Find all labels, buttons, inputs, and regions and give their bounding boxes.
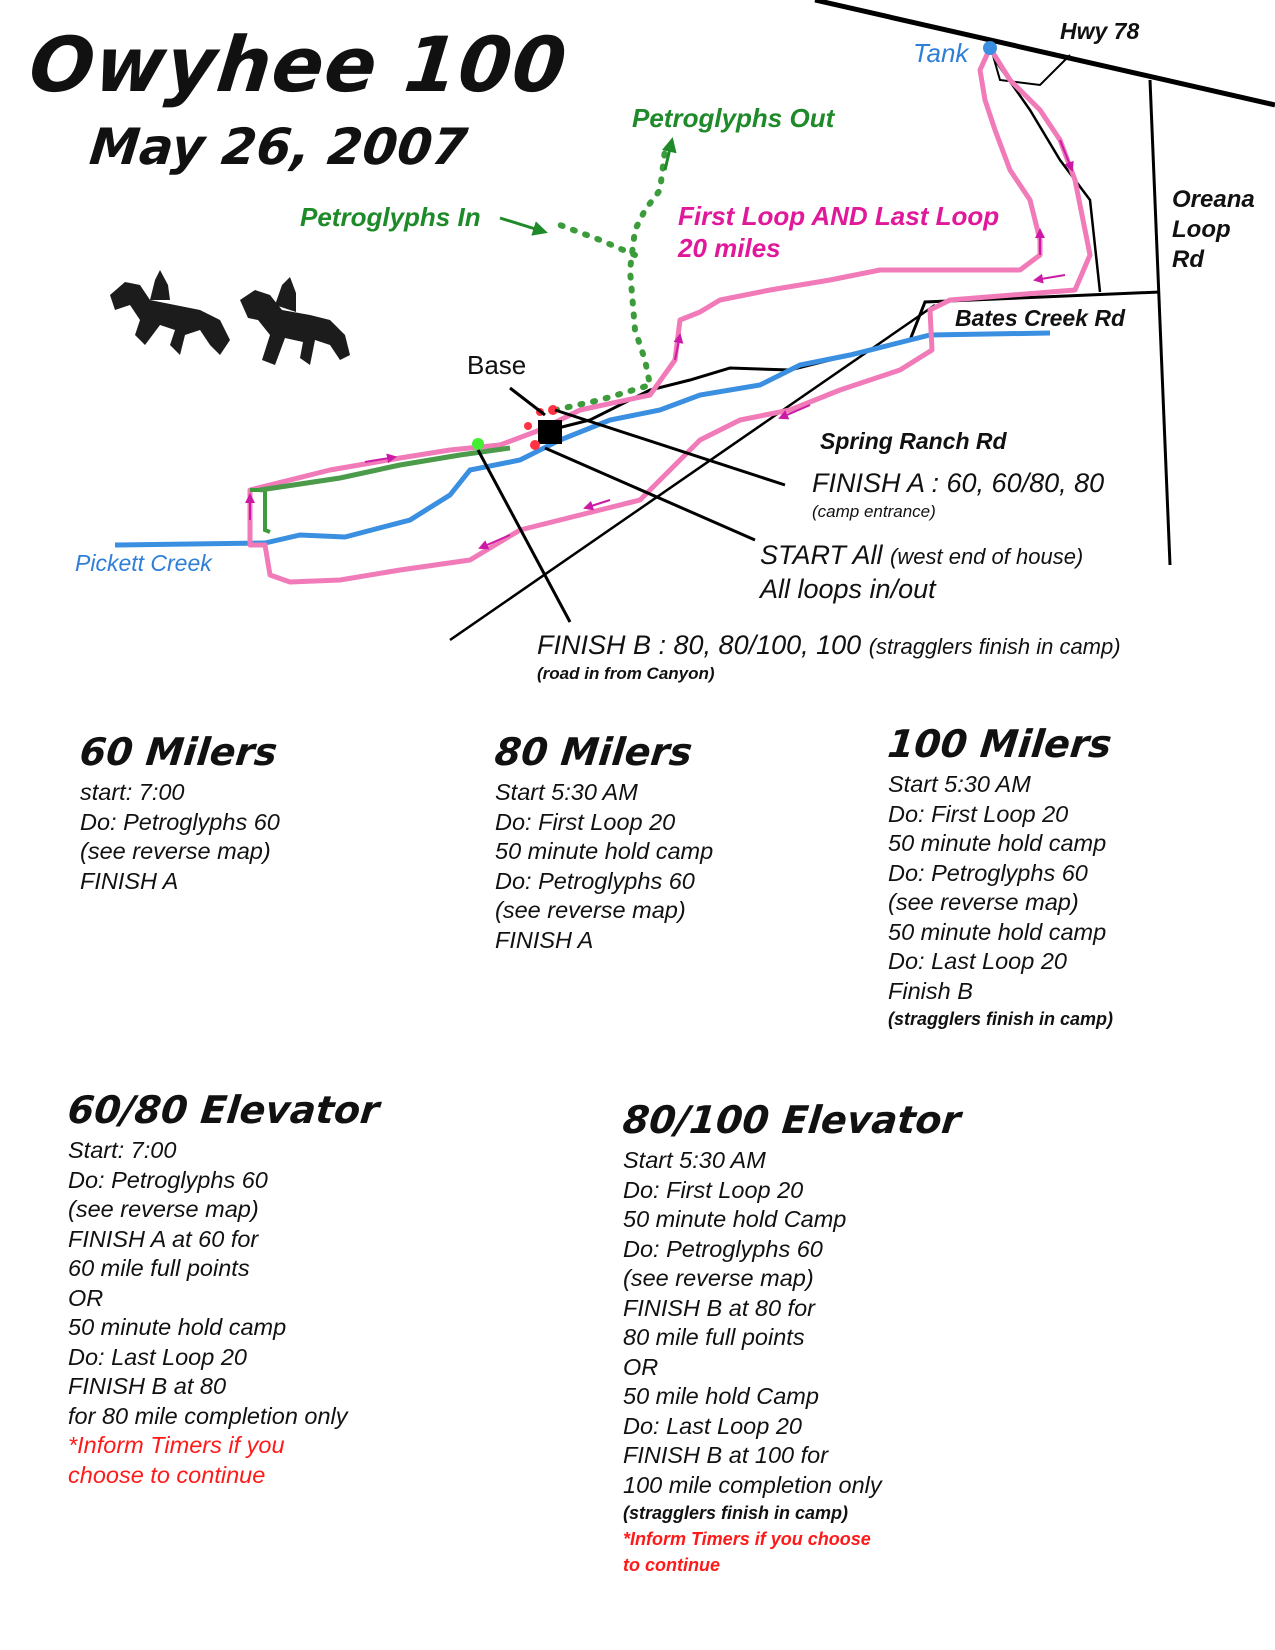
oreana-loop-road bbox=[1148, 79, 1172, 566]
warning-text: to continue bbox=[623, 1555, 720, 1575]
pickett-creek bbox=[114, 330, 1051, 548]
leader-lines bbox=[476, 386, 786, 623]
horse-rider-icon bbox=[110, 270, 350, 365]
roads bbox=[449, 0, 1275, 642]
finish-a-point bbox=[548, 405, 558, 415]
spring-ranch-label: Spring Ranch Rd bbox=[820, 428, 1007, 454]
list-item: Do: Petroglyphs 60 bbox=[68, 1166, 268, 1193]
list-item: Start: 7:00 bbox=[68, 1137, 177, 1163]
list-item: Do: Petroglyphs 60 bbox=[888, 859, 1088, 886]
list-item: FINISH A at 60 for bbox=[68, 1225, 259, 1252]
list-item: Start 5:30 AM bbox=[623, 1147, 766, 1173]
list-item: Do: Petroglyphs 60 bbox=[623, 1235, 823, 1262]
first-last-loop-route bbox=[247, 45, 1093, 585]
list-item: Do: Last Loop 20 bbox=[623, 1412, 802, 1439]
petroglyphs-out-label: Petroglyphs Out bbox=[632, 103, 835, 133]
list-item: 60 mile full points bbox=[68, 1255, 250, 1281]
bates-creek-label: Bates Creek Rd bbox=[955, 305, 1126, 331]
list-item: Finish B bbox=[888, 977, 973, 1004]
section-heading: 60 Milers bbox=[77, 730, 280, 774]
list-item: 100 mile completion only bbox=[623, 1471, 882, 1498]
list-item: Do: Petroglyphs 60 bbox=[495, 867, 695, 894]
list-item: 50 minute hold camp bbox=[888, 918, 1107, 945]
spring-ranch-road bbox=[449, 303, 936, 642]
page-title: Owyhee 100 bbox=[25, 20, 572, 109]
tank-road bbox=[989, 44, 1071, 87]
tank-marker bbox=[983, 41, 997, 55]
section-80-100-elevator: 80/100 Elevator Start 5:30 AM Do: First … bbox=[620, 1098, 963, 1578]
list-item: 50 minute hold camp bbox=[68, 1314, 287, 1340]
loop-label: First Loop AND Last Loop 20 miles bbox=[678, 201, 1000, 263]
base-marker bbox=[538, 420, 562, 444]
petroglyph-route bbox=[259, 445, 511, 493]
list-item: Start 5:30 AM bbox=[495, 779, 638, 805]
list-item: (see reverse map) bbox=[80, 838, 271, 864]
finish-a-label: FINISH A : 60, 60/80, 80 bbox=[812, 468, 1105, 498]
list-item: 50 minute hold camp bbox=[495, 838, 714, 864]
route-map bbox=[110, 0, 1275, 642]
section-note: (stragglers finish in camp) bbox=[888, 1009, 1114, 1029]
east-track bbox=[993, 59, 1102, 293]
list-item: 50 minute hold camp bbox=[888, 830, 1107, 856]
start-all-label: START All (west end of house) bbox=[760, 540, 1084, 570]
petro-in-arrow bbox=[499, 216, 548, 236]
list-item: FINISH A bbox=[80, 867, 179, 894]
base-label: Base bbox=[467, 350, 527, 380]
section-note: (stragglers finish in camp) bbox=[623, 1503, 849, 1523]
pickett-creek-label: Pickett Creek bbox=[75, 550, 212, 576]
list-item: OR bbox=[623, 1353, 659, 1380]
camp-point-b bbox=[524, 422, 532, 430]
list-item: FINISH A bbox=[495, 926, 594, 953]
list-item: Do: First Loop 20 bbox=[888, 800, 1069, 827]
direction-arrows bbox=[245, 139, 1074, 550]
section-heading: 60/80 Elevator bbox=[65, 1088, 382, 1132]
warning-text: choose to continue bbox=[68, 1461, 266, 1488]
list-item: FINISH B at 100 for bbox=[623, 1442, 829, 1468]
list-item: 50 minute hold Camp bbox=[623, 1206, 847, 1232]
list-item: for 80 mile completion only bbox=[68, 1402, 348, 1429]
hwy-78-road bbox=[814, 0, 1275, 108]
warning-text: *Inform Timers if you choose bbox=[623, 1529, 871, 1549]
list-item: Do: Last Loop 20 bbox=[68, 1343, 247, 1370]
section-heading: 80 Milers bbox=[492, 730, 695, 774]
start-point bbox=[530, 440, 540, 450]
list-item: Do: First Loop 20 bbox=[495, 808, 676, 835]
hwy-78-label: Hwy 78 bbox=[1060, 18, 1140, 44]
list-item: 80 mile full points bbox=[623, 1324, 805, 1350]
section-60-80-elevator: 60/80 Elevator Start: 7:00 Do: Petroglyp… bbox=[65, 1088, 382, 1490]
section-80-milers: 80 Milers Start 5:30 AM Do: First Loop 2… bbox=[492, 730, 714, 955]
list-item: Do: Last Loop 20 bbox=[888, 948, 1067, 974]
tank-label: Tank bbox=[913, 38, 969, 68]
finish-a-note: (camp entrance) bbox=[812, 502, 936, 521]
finish-b-point bbox=[472, 438, 484, 450]
petroglyph-dotted-trail bbox=[552, 147, 668, 413]
list-item: (see reverse map) bbox=[623, 1265, 814, 1291]
list-item: start: 7:00 bbox=[80, 779, 185, 805]
list-item: Do: First Loop 20 bbox=[623, 1176, 804, 1203]
petroglyph-trail-home bbox=[250, 488, 271, 534]
list-item: 50 mile hold Camp bbox=[623, 1383, 819, 1409]
section-heading: 80/100 Elevator bbox=[620, 1098, 963, 1142]
list-item: (see reverse map) bbox=[888, 889, 1079, 915]
section-60-milers: 60 Milers start: 7:00 Do: Petroglyphs 60… bbox=[77, 730, 280, 896]
warning-text: *Inform Timers if you bbox=[68, 1432, 285, 1458]
road-in-note: (road in from Canyon) bbox=[537, 664, 715, 683]
event-date: May 26, 2007 bbox=[86, 118, 471, 176]
petro-out-arrow bbox=[661, 137, 677, 171]
finish-b-label: FINISH B : 80, 80/100, 100 (stragglers f… bbox=[537, 630, 1121, 660]
section-heading: 100 Milers bbox=[885, 722, 1114, 766]
list-item: Do: Petroglyphs 60 bbox=[80, 808, 280, 835]
section-100-milers: 100 Milers Start 5:30 AM Do: First Loop … bbox=[885, 722, 1114, 1032]
list-item: (see reverse map) bbox=[68, 1196, 259, 1222]
list-item: (see reverse map) bbox=[495, 897, 686, 923]
all-loops-label: All loops in/out bbox=[760, 574, 936, 604]
list-item: Start 5:30 AM bbox=[888, 771, 1031, 797]
list-item: OR bbox=[68, 1284, 104, 1311]
oreana-loop-label: Oreana Loop Rd bbox=[1172, 186, 1255, 273]
petroglyphs-in-label: Petroglyphs In bbox=[300, 202, 481, 232]
list-item: FINISH B at 80 bbox=[68, 1373, 227, 1399]
list-item: FINISH B at 80 for bbox=[623, 1294, 815, 1321]
